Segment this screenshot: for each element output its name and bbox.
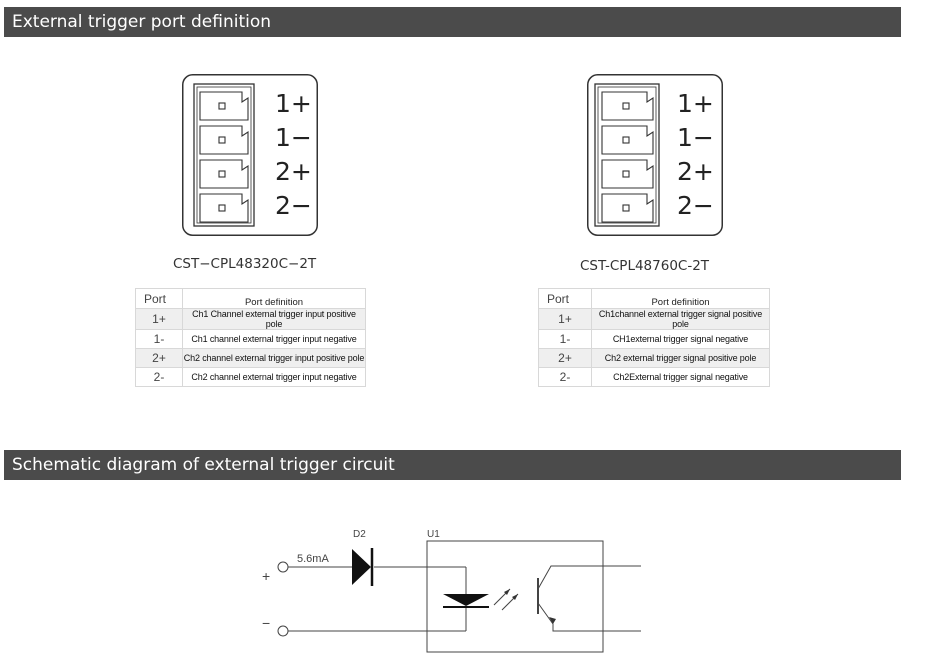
table-row: 2+ Ch2 channel external trigger input po… (135, 348, 366, 368)
model-label-right: CST-CPL48760C-2T (580, 258, 710, 274)
pin-label: 1+ (275, 89, 312, 118)
table-row: 2- Ch2 channel external trigger input ne… (135, 367, 366, 387)
pin-label: 2+ (275, 157, 312, 186)
port-cell: 1+ (135, 308, 183, 330)
table-row: 2+ Ch2 external trigger signal positive … (538, 348, 770, 368)
definition-cell: Ch2 channel external trigger input posit… (182, 348, 366, 368)
column-header: Port (135, 288, 183, 309)
table-row: 1+ Ch1 Channel external trigger input po… (135, 308, 366, 330)
pin-label: 2− (677, 191, 714, 220)
port-cell: 2+ (135, 348, 183, 368)
optocoupler-label: U1 (427, 529, 440, 540)
column-header: Port definition (182, 288, 366, 309)
optocoupler-box (426, 540, 604, 653)
definition-cell: Ch2 external trigger signal positive pol… (591, 348, 770, 368)
port-cell: 2- (135, 367, 183, 387)
model-label-left: CST−CPL48320C−2T (173, 256, 317, 272)
current-label: 5.6mA (297, 553, 329, 565)
port-cell: 1- (538, 329, 592, 349)
plus-label: + (262, 568, 270, 584)
pin-label: 2− (275, 191, 312, 220)
pin-label: 1− (677, 123, 714, 152)
pin-label: 2+ (677, 157, 714, 186)
port-definition-table-right: Port Port definition 1+ Ch1channel exter… (538, 288, 770, 387)
port-cell: 2- (538, 367, 592, 387)
connector-pin-slots (601, 91, 654, 223)
led-symbol (443, 594, 489, 608)
port-definition-table-left: Port Port definition 1+ Ch1 Channel exte… (135, 288, 366, 387)
port-cell: 2+ (538, 348, 592, 368)
diode-d2-symbol (352, 548, 374, 586)
connector-pin-slots (199, 91, 249, 223)
minus-terminal (277, 625, 289, 637)
table-row: 1- CH1external trigger signal negative (538, 329, 770, 349)
trigger-circuit-schematic: + − 5.6mA D2 U1 (262, 529, 641, 653)
schematic-section-header: Schematic diagram of external trigger ci… (4, 450, 901, 480)
table-row: 1- Ch1 channel external trigger input ne… (135, 329, 366, 349)
column-header: Port definition (591, 288, 770, 309)
pin-label: 1+ (677, 89, 714, 118)
definition-cell: Ch1channel external trigger signal posit… (591, 308, 770, 330)
plus-terminal (277, 561, 289, 573)
pin-label: 1− (275, 123, 312, 152)
definition-cell: CH1external trigger signal negative (591, 329, 770, 349)
column-header: Port (538, 288, 592, 309)
port-definition-section-header: External trigger port definition (4, 7, 901, 37)
table-row: 2- Ch2External trigger signal negative (538, 367, 770, 387)
definition-cell: Ch2External trigger signal negative (591, 367, 770, 387)
definition-cell: Ch2 channel external trigger input negat… (182, 367, 366, 387)
table-row: 1+ Ch1channel external trigger signal po… (538, 308, 770, 330)
connector-diagram-left: 1+ 1− 2+ 2− (182, 74, 318, 236)
diode-label: D2 (353, 529, 366, 540)
definition-cell: Ch1 channel external trigger input negat… (182, 329, 366, 349)
connector-diagram-right: 1+ 1− 2+ 2− (587, 74, 723, 236)
definition-cell: Ch1 Channel external trigger input posit… (182, 308, 366, 330)
port-cell: 1+ (538, 308, 592, 330)
port-cell: 1- (135, 329, 183, 349)
minus-label: − (262, 615, 270, 631)
